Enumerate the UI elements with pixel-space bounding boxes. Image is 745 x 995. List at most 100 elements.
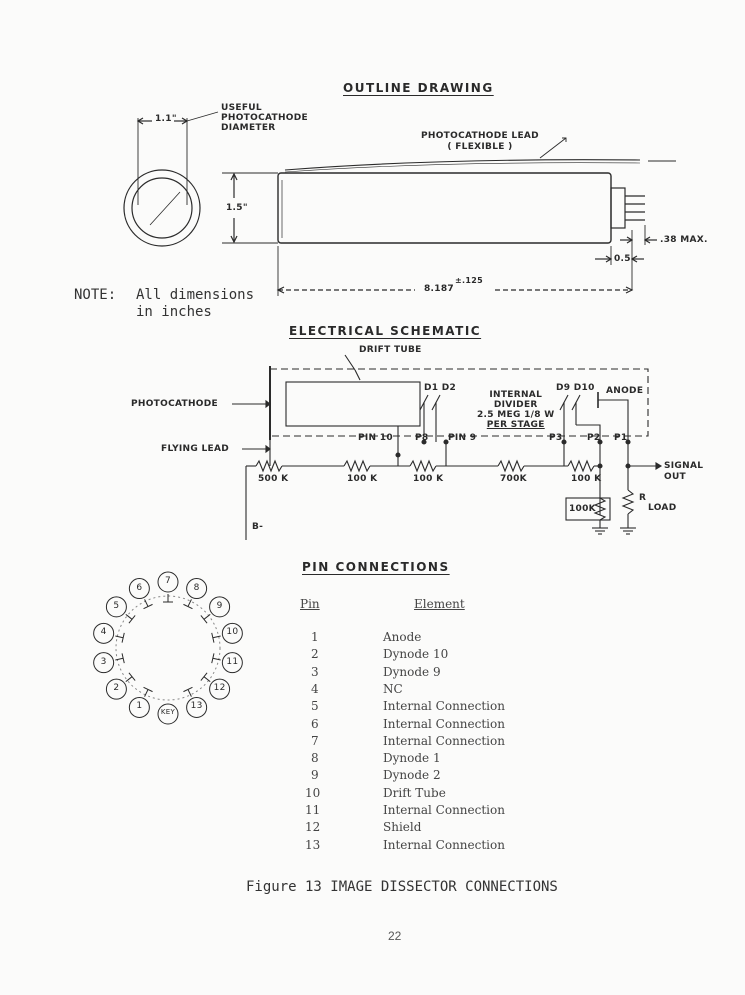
tube-base (610, 187, 626, 229)
pin-element: Drift Tube (383, 785, 446, 800)
base-pin-tick (143, 603, 153, 610)
base-pin-lead (125, 613, 133, 620)
col-pin-header: Pin (300, 597, 320, 611)
internal-divider-label: INTERNAL DIVIDER 2.5 MEG 1/8 W PER STAGE (477, 390, 554, 430)
photocathode-label: PHOTOCATHODE (131, 399, 218, 409)
pin-element: Dynode 9 (383, 664, 441, 679)
col-element-header: Element (414, 597, 465, 611)
outline-title: OUTLINE DRAWING (343, 81, 494, 95)
node-dot (597, 463, 603, 469)
length-tolerance: ±.125 (455, 276, 483, 285)
pin-dimension: 0.5 (614, 254, 631, 264)
useful-label-line: PHOTOCATHODE (221, 113, 308, 123)
base-pin-tick (143, 686, 153, 693)
useful-photocathode-label: USEFUL PHOTOCATHODE DIAMETER (221, 103, 308, 133)
pin-number: 1 (311, 630, 319, 644)
base-pin-lead (203, 676, 211, 683)
base-pin-tick (128, 615, 136, 624)
pin-element: Internal Connection (383, 837, 505, 852)
length-arrow-right (625, 286, 634, 294)
load-resistor-label: 100K (569, 504, 596, 514)
rload-sub: LOAD (648, 503, 677, 513)
pin-number: 7 (311, 733, 319, 748)
drift-tube-label: DRIFT TUBE (359, 345, 422, 355)
pin-element: Dynode 10 (383, 647, 449, 662)
pin-number: 12 (305, 820, 321, 835)
lead-leader-tick (562, 137, 567, 142)
resistor-100k-2 (409, 459, 437, 473)
base-pin-label: 9 (216, 600, 223, 611)
pin-number: 5 (311, 699, 319, 714)
base-pin-lead (212, 657, 221, 661)
useful-leader (186, 111, 219, 122)
pin-dot (421, 439, 427, 445)
base-pin-lead (187, 599, 192, 607)
base-pin-tick (121, 653, 125, 664)
anode-wire (598, 399, 629, 442)
note-label: NOTE: (74, 287, 117, 303)
pin-number: 4 (311, 681, 319, 696)
lead-label-line: ( FLEXIBLE ) (447, 142, 513, 152)
base-pin-label: 11 (226, 656, 239, 667)
photocathode-arrow (265, 399, 271, 409)
schematic-title: ELECTRICAL SCHEMATIC (289, 324, 482, 338)
base-pin-label: 6 (136, 582, 143, 593)
base-pin-label-circle (93, 652, 115, 674)
divider-line: DIVIDER (493, 400, 538, 410)
pin-label: PIN 10 (358, 433, 393, 443)
pin-connections-title: PIN CONNECTIONS (302, 560, 450, 574)
pin-element: Shield (383, 820, 422, 835)
resistor-100k-load (593, 497, 607, 521)
resistor-rload (621, 489, 635, 515)
photocathode-lead-wire (284, 159, 641, 171)
base-pin-lead (115, 657, 124, 661)
base-pin-label: 4 (100, 627, 107, 638)
base-pin-tick (211, 632, 215, 643)
load-box (565, 497, 611, 521)
flying-lead-label: FLYING LEAD (161, 444, 230, 454)
resistor-500k (255, 459, 283, 473)
base-pin-label: 1 (136, 701, 143, 712)
pin-element: Internal Connection (383, 699, 505, 714)
pin-dot (395, 452, 401, 458)
note-line: All dimensions (136, 287, 255, 303)
base-pin-label-circle (186, 578, 208, 600)
base-pin-label: 12 (213, 683, 226, 694)
base-pin-lead (203, 613, 211, 620)
pin-label: P3 (549, 433, 563, 443)
drift-tube-rect (285, 381, 421, 427)
resistor-100k-3 (567, 459, 595, 473)
pin-element: Dynode 2 (383, 768, 441, 783)
max-arrow-b (643, 236, 651, 244)
signal-out-line: OUT (664, 472, 686, 482)
base-pin-tick (200, 615, 208, 624)
base-pin-label-circle (128, 696, 150, 718)
flying-lead-arrow (265, 444, 271, 454)
base-pin-label: 8 (193, 582, 200, 593)
pin-number: 3 (311, 664, 319, 679)
pin-element: Anode (383, 630, 422, 644)
resistor-label: 700K (500, 474, 527, 484)
pin-number: 8 (311, 751, 319, 766)
rload-r: R (639, 493, 647, 503)
base-pin-label: 3 (100, 656, 107, 667)
useful-label-line: DIAMETER (221, 123, 276, 133)
drift-tube-leader (344, 354, 356, 371)
tube-end-hatch (149, 191, 181, 226)
base-circle (115, 595, 221, 701)
pin-element: Internal Connection (383, 716, 505, 731)
photocathode-lead-wire-2 (284, 162, 641, 173)
base-pin-tick (211, 653, 215, 664)
base-pin-lead (125, 676, 133, 683)
pin-number: 10 (305, 785, 321, 800)
resistor-label: 100 K (347, 474, 378, 484)
base-pin-label: 13 (190, 701, 203, 712)
base-pin-label-circle (93, 622, 115, 644)
tube-end-inner (131, 177, 193, 239)
pin-arrow-a (605, 255, 613, 263)
base-pin-tick (121, 632, 125, 643)
resistor-700k (497, 459, 525, 473)
